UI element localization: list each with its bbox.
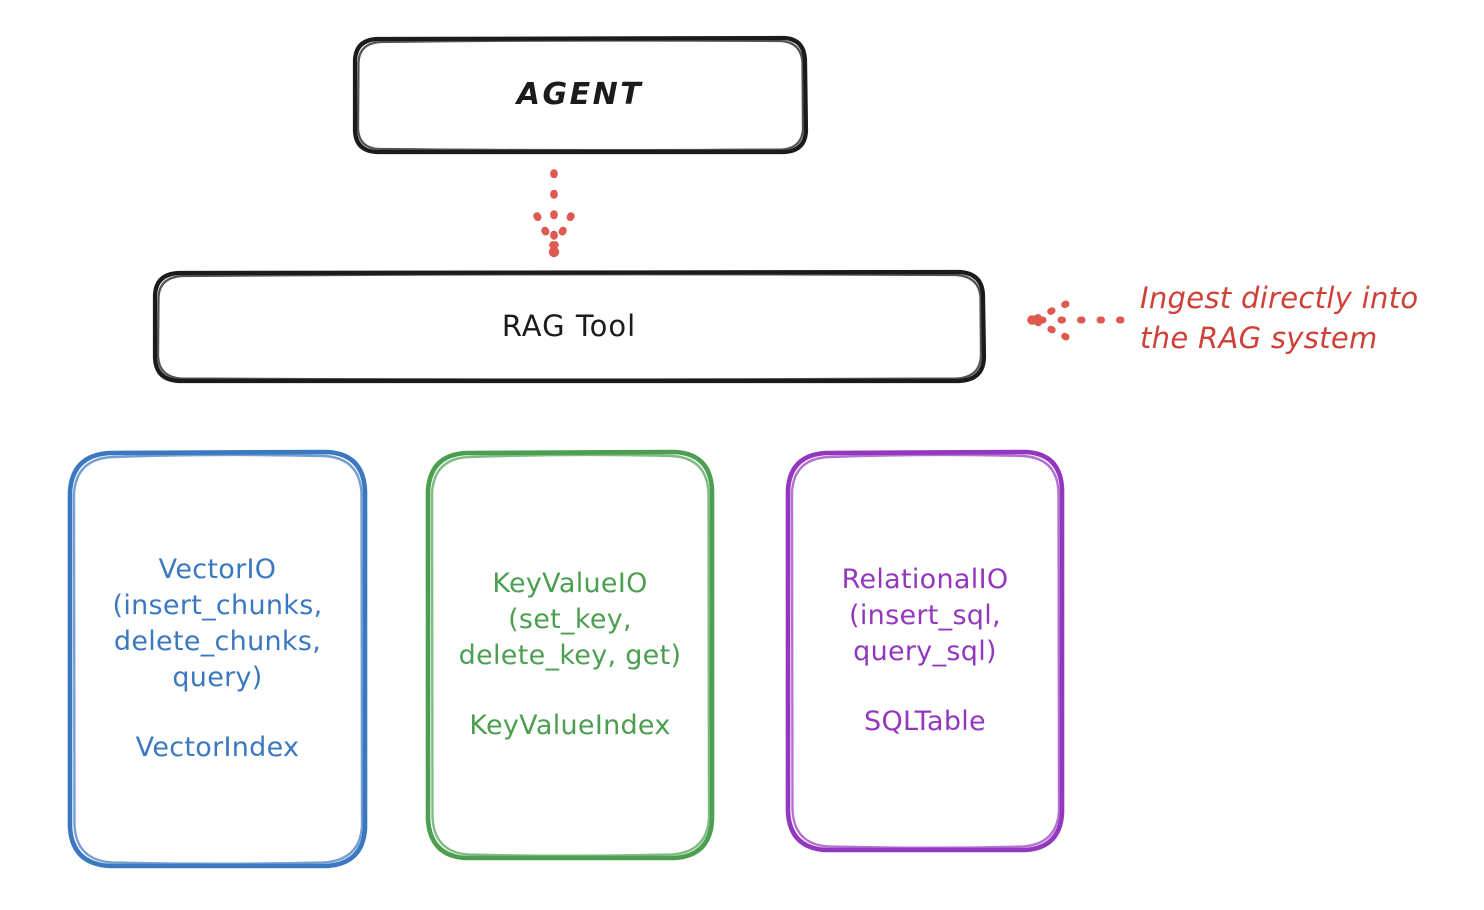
agent-node-label: AGENT: [516, 76, 644, 112]
vector-io-api-text: VectorIO (insert_chunks, delete_chunks, …: [112, 554, 323, 693]
rag-tool-node-label: RAG Tool: [501, 308, 637, 343]
relational-io-api-text: RelationalIO (insert_sql, query_sql): [841, 564, 1009, 667]
keyvalue-index-text: KeyValueIndex: [469, 709, 671, 741]
ingest-annotation-label: Ingest directly into the RAG system: [1140, 281, 1419, 356]
keyvalue-io-api-text: KeyValueIO (set_key, delete_key, get): [458, 568, 682, 671]
annotation-to-rag-dotted-arrow: [1027, 300, 1125, 341]
sql-table-text: SQLTable: [864, 705, 986, 737]
agent-to-rag-dotted-arrow: [533, 169, 575, 258]
vector-index-text: VectorIndex: [135, 731, 300, 763]
keyvalue-io-node-label: KeyValueIO (set_key, delete_key, get) Ke…: [428, 452, 712, 858]
vector-io-node-label: VectorIO (insert_chunks, delete_chunks, …: [70, 452, 365, 866]
relational-io-node-label: RelationalIO (insert_sql, query_sql) SQL…: [788, 452, 1062, 850]
